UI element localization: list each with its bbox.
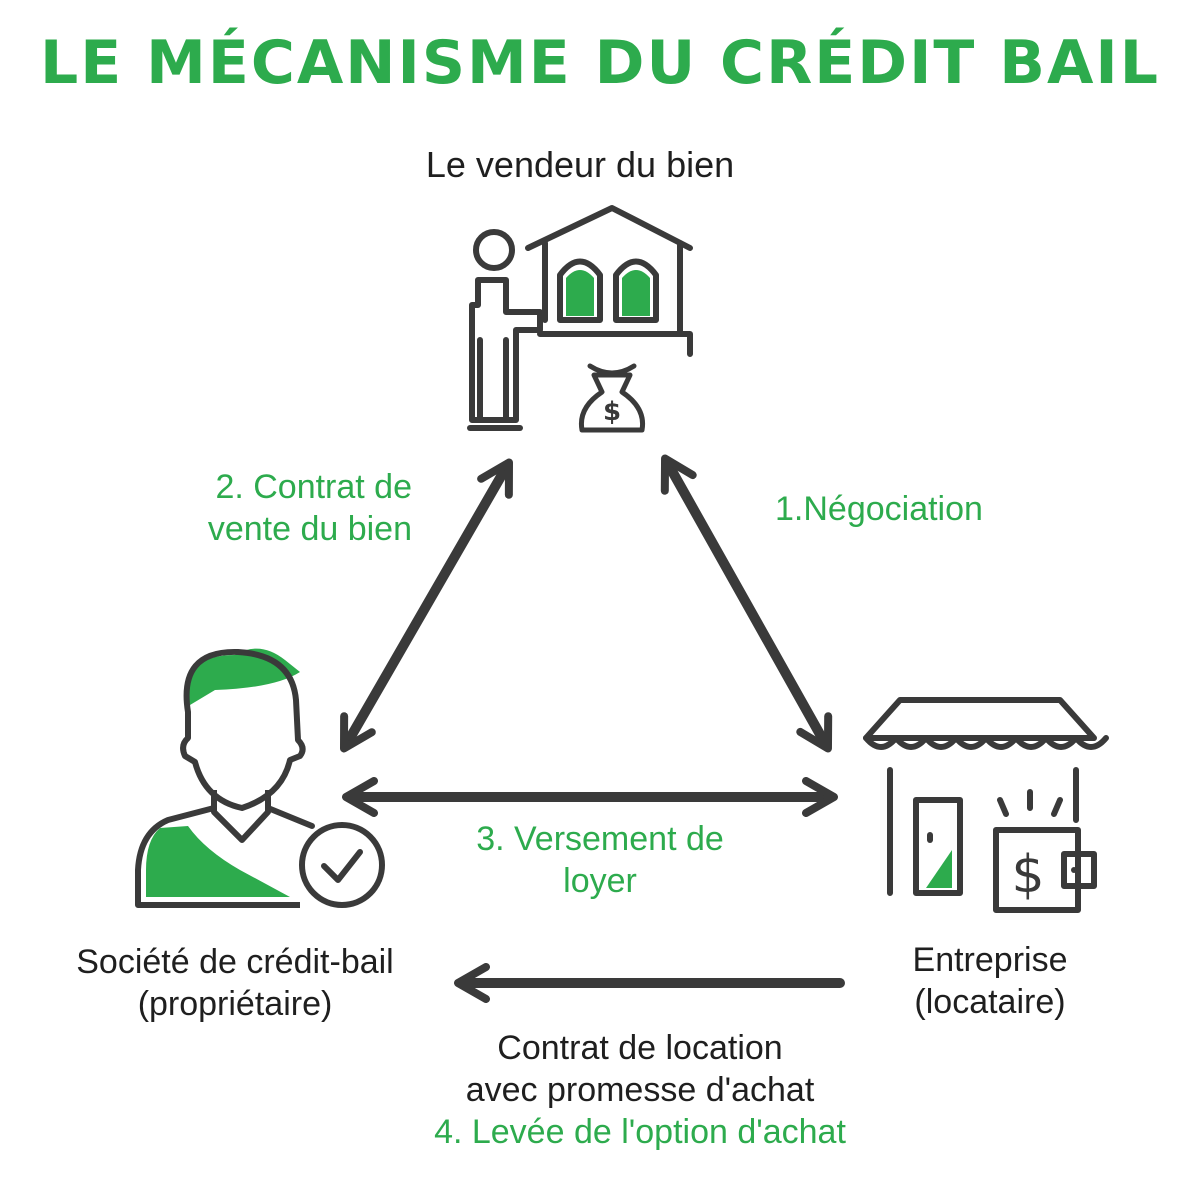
lease-contract-label: Contrat de location avec promesse d'acha… <box>340 1027 940 1153</box>
step1-label: 1.Négociation <box>775 490 983 528</box>
company-label: Entreprise (locataire) <box>860 939 1120 1023</box>
step3-label: 3. Versement de loyer <box>400 818 800 902</box>
leasing-company-line2: (propriétaire) <box>137 985 333 1023</box>
step3-line1: 3. Versement de <box>476 820 724 858</box>
step2-line2: vente du bien <box>207 510 412 548</box>
seller-house-money-icon <box>467 205 693 433</box>
shop-door-fill <box>926 850 952 888</box>
shop-wallet-icon <box>863 697 1109 913</box>
person-checkmark-icon <box>135 648 385 908</box>
seller-label: Le vendeur du bien <box>425 144 735 185</box>
step3-line2: loyer <box>563 862 637 900</box>
leasing-company-label: Société de crédit-bail (propriétaire) <box>20 941 450 1025</box>
wallet-dollar: $ <box>1011 845 1044 905</box>
arrow-negotiation <box>660 454 833 753</box>
money-bag-dollar: $ <box>603 397 621 427</box>
page-title: LE MÉCANISME DU CRÉDIT BAIL <box>40 28 1160 98</box>
step2-line1: 2. Contrat de <box>215 468 412 506</box>
lease-contract-line1: Contrat de location <box>497 1029 783 1067</box>
arrow-sale-contract <box>340 458 513 753</box>
step4-label: 4. Levée de l'option d'achat <box>434 1113 846 1151</box>
company-line1: Entreprise <box>912 941 1068 979</box>
lease-contract-line2: avec promesse d'achat <box>465 1071 815 1109</box>
step2-label: 2. Contrat de vente du bien <box>110 466 412 550</box>
seller-window-fill <box>566 270 650 316</box>
company-line2: (locataire) <box>914 983 1066 1021</box>
arrows <box>340 454 845 1003</box>
leasing-company-line1: Société de crédit-bail <box>76 943 394 981</box>
